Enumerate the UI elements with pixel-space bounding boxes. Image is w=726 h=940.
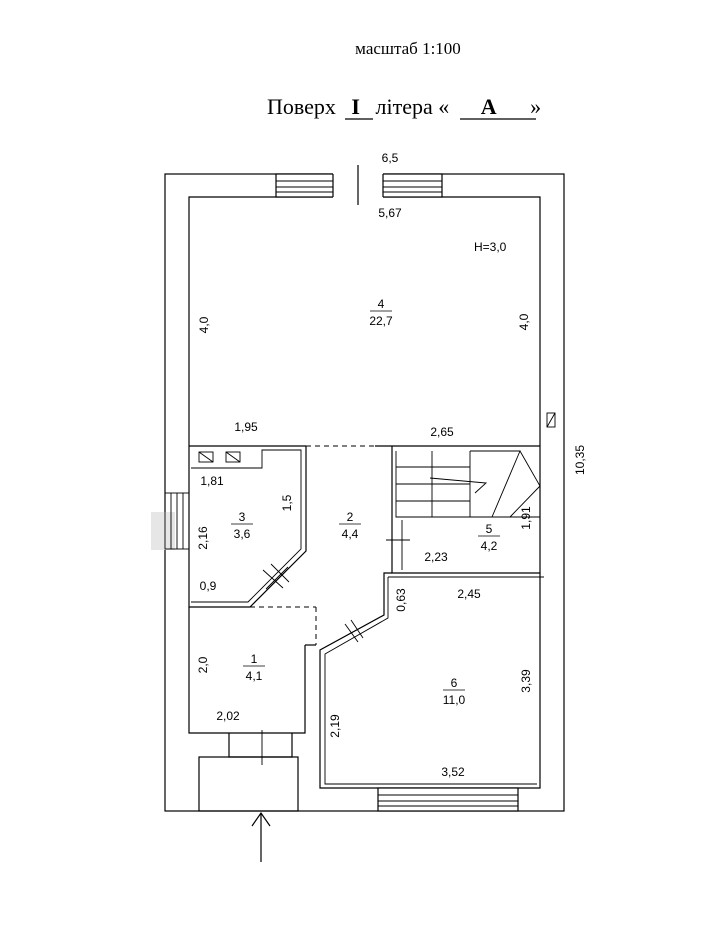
- room-area: 11,0: [443, 693, 466, 707]
- top-window: [275, 165, 443, 205]
- room-number: 5: [486, 522, 493, 536]
- room-label-1: 1 4,1: [243, 652, 265, 683]
- room-3-walls: [188, 446, 307, 608]
- letter-suffix: »: [530, 94, 541, 119]
- dim-room3-top: 1,81: [200, 474, 224, 488]
- room-number: 4: [378, 297, 385, 311]
- dim-outer-length: 10,35: [573, 445, 587, 475]
- left-window: [151, 492, 190, 550]
- room-label-6: 6 11,0: [443, 676, 466, 707]
- room-4-walls: [188, 196, 541, 447]
- dim-room4-bottom-right: 2,65: [430, 425, 454, 439]
- room-area: 4,2: [481, 539, 498, 553]
- dim-room6-top: 2,45: [457, 587, 481, 601]
- room-1-walls: [188, 606, 317, 734]
- dim-room1-left: 2,0: [196, 656, 210, 673]
- floor-prefix: Поверх: [267, 94, 336, 119]
- room-area: 3,6: [234, 527, 251, 541]
- entrance: [198, 730, 299, 862]
- dim-room4-right: 4,0: [517, 313, 531, 330]
- room-number: 2: [347, 510, 354, 524]
- room-5-walls: [386, 446, 541, 574]
- dim-room4-left: 4,0: [197, 316, 211, 333]
- room-label-2: 2 4,4: [339, 510, 361, 541]
- room-number: 1: [251, 652, 258, 666]
- dim-room6-bottom: 3,52: [441, 765, 465, 779]
- dim-room6-left: 2,19: [328, 714, 342, 738]
- room-label-5: 5 4,2: [478, 522, 500, 553]
- height-note: H=3,0: [474, 240, 507, 254]
- letter-prefix: літера «: [375, 94, 449, 119]
- dimension-labels: 6,5 5,67 H=3,0 4,0 4,0 1,95 2,65 10,35 1…: [196, 151, 587, 779]
- dim-room3-right: 1,5: [280, 494, 294, 511]
- dim-room6-step: 0,63: [394, 588, 408, 612]
- room-6-walls: [319, 572, 544, 812]
- dim-room1-bottom: 2,02: [216, 709, 240, 723]
- dim-room4-width: 5,67: [378, 206, 402, 220]
- right-wall-marker: [546, 412, 556, 428]
- room-number: 6: [451, 676, 458, 690]
- dim-room6-right: 3,39: [519, 669, 533, 693]
- dim-room4-bottom-left: 1,95: [234, 420, 258, 434]
- dim-room5-right: 1,91: [519, 506, 533, 530]
- room-label-4: 4 22,7: [369, 297, 393, 328]
- room-number: 3: [239, 510, 246, 524]
- floor-number: I: [351, 94, 360, 119]
- dim-room3-left: 2,16: [196, 526, 210, 550]
- dim-room3-bottom: 0,9: [200, 579, 217, 593]
- room-label-3: 3 3,6: [231, 510, 253, 541]
- room-area: 4,4: [342, 527, 359, 541]
- letter-value: А: [481, 94, 497, 119]
- floor-title: Поверх I літера « А »: [267, 94, 541, 119]
- room-area: 22,7: [369, 314, 393, 328]
- dim-room5-bottom: 2,23: [424, 550, 448, 564]
- room-area: 4,1: [246, 669, 263, 683]
- scale-label: масштаб 1:100: [355, 39, 461, 58]
- dim-outer-width: 6,5: [382, 151, 399, 165]
